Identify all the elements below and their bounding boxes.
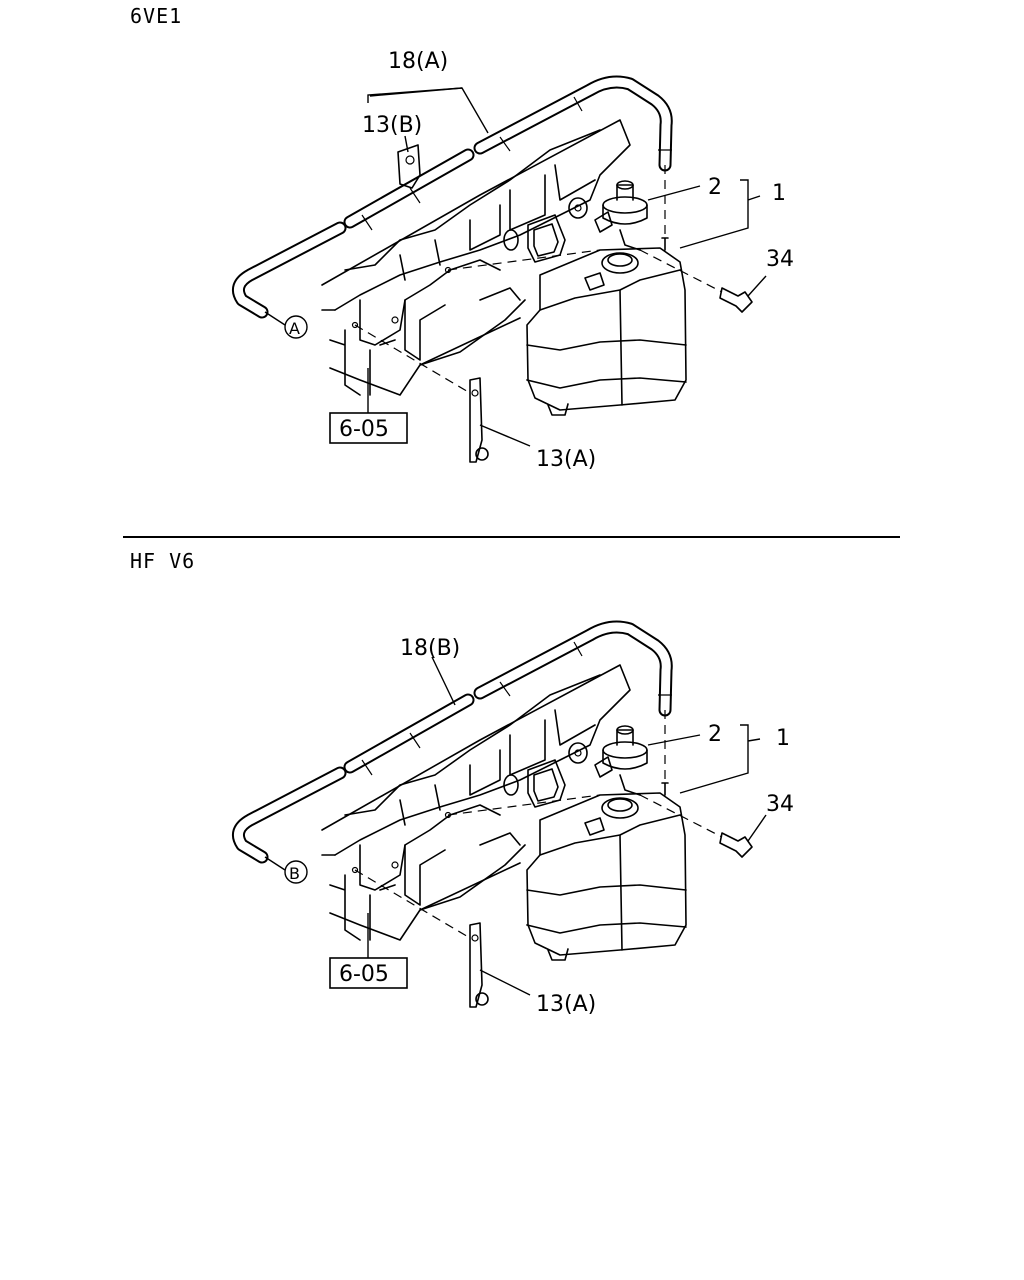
hose-18b	[231, 620, 673, 864]
diagram-6ve1-drawing: 18(A) 13(B) 2 1 34 6-05 13(A) A	[231, 49, 794, 472]
label-connector: A	[289, 319, 300, 338]
reservoir-tank	[526, 782, 687, 961]
leader-13b	[404, 135, 409, 153]
reservoir-tank	[526, 237, 687, 416]
connector-circle	[284, 860, 308, 884]
leader-connector-a	[264, 311, 286, 326]
cap-2	[594, 725, 648, 796]
label-bracket-top: 13(B)	[362, 113, 422, 138]
leader-34	[747, 275, 767, 297]
leader-18b	[431, 656, 456, 706]
hidden-line-bolt	[639, 249, 723, 293]
bolt-34	[719, 287, 753, 313]
connector-circle	[284, 315, 308, 339]
label-ref: 6-05	[339, 417, 389, 442]
section-divider	[123, 536, 900, 538]
diagram-6ve1: 18(A) 13(B) 2 1 34 6-05 13(A) A	[0, 0, 1024, 520]
leader-13a	[479, 969, 531, 996]
bolt-34	[719, 832, 753, 858]
cap-2	[594, 180, 648, 251]
hidden-line-bolt	[639, 794, 723, 838]
hose-18a	[231, 75, 673, 319]
leader-connector-b	[264, 856, 286, 871]
label-hose: 18(A)	[388, 49, 448, 74]
hidden-line-bracket	[354, 869, 471, 939]
leader-1	[679, 724, 761, 794]
label-bolt: 34	[766, 247, 794, 272]
hidden-line-tank	[447, 794, 601, 816]
label-assembly: 1	[772, 181, 786, 206]
label-hose: 18(B)	[400, 636, 460, 661]
leader-2	[647, 185, 701, 201]
ref-box	[329, 957, 408, 989]
label-cap: 2	[708, 722, 722, 747]
label-bracket-bottom: 13(A)	[536, 992, 596, 1017]
frame-rail	[321, 664, 631, 941]
label-bolt: 34	[766, 792, 794, 817]
hidden-line-bracket	[354, 324, 471, 394]
leader-18a-bar	[369, 87, 463, 97]
bracket-13b	[397, 144, 421, 189]
section-title-hf-v6: HF V6	[130, 549, 196, 573]
section-title-6ve1: 6VE1	[130, 4, 183, 28]
label-bracket-bottom: 13(A)	[536, 447, 596, 472]
leader-2	[647, 734, 701, 746]
diagram-hf-v6-drawing: 18(B) 2 1 34 6-05 13(A) B	[231, 620, 794, 1017]
label-assembly: 1	[776, 726, 790, 751]
label-cap: 2	[708, 175, 722, 200]
label-connector: B	[289, 864, 300, 883]
label-ref: 6-05	[339, 962, 389, 987]
bracket-13a	[469, 922, 489, 1008]
leader-1	[679, 179, 761, 249]
diagram-hf-v6: 18(B) 2 1 34 6-05 13(A) B	[0, 545, 1024, 1065]
leader-34	[747, 814, 767, 842]
bracket-13a	[469, 377, 489, 463]
leader-13a	[479, 424, 531, 447]
hidden-line-tank	[447, 249, 601, 271]
ref-box	[329, 412, 408, 444]
